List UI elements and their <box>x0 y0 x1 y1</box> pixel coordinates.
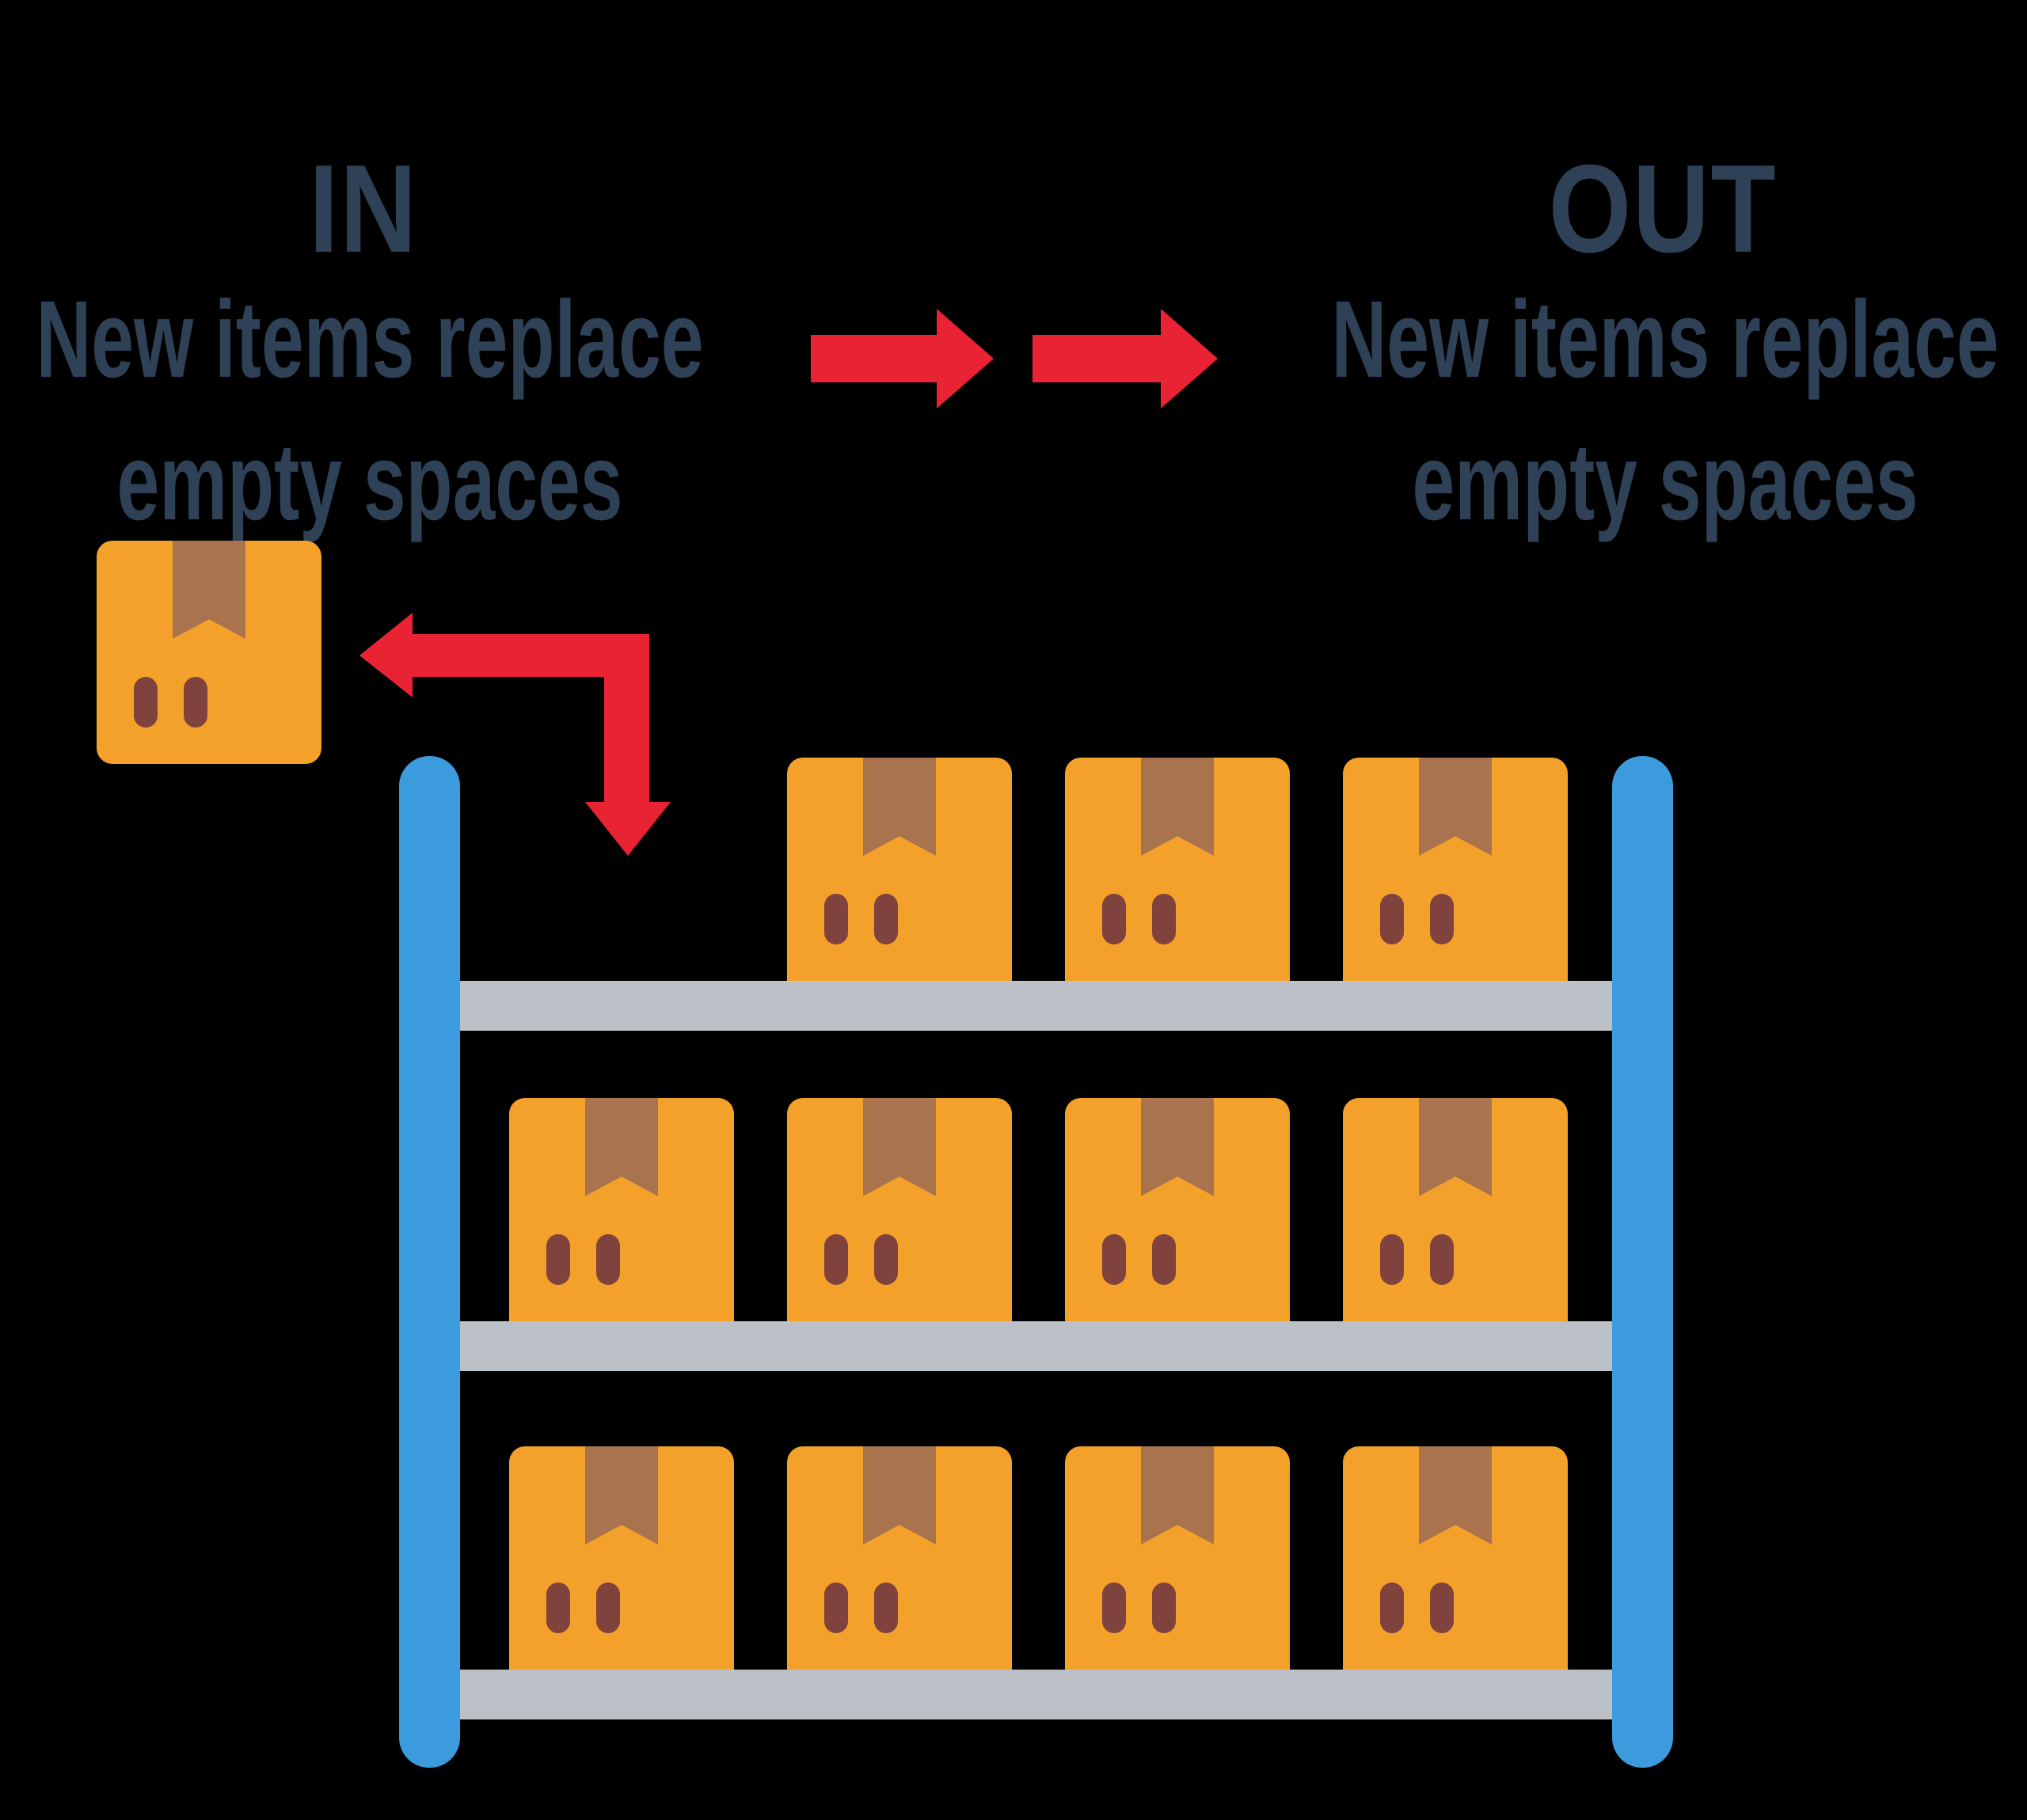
box-dash-icon <box>874 1234 898 1285</box>
box-tape-icon <box>1419 1446 1492 1545</box>
box-tape-icon <box>863 758 936 856</box>
box-tape-icon <box>173 541 245 639</box>
package-box <box>787 1098 1012 1321</box>
box-dash-icon <box>824 1583 848 1633</box>
box-dash-icon <box>1430 1234 1454 1285</box>
box-dash-icon <box>596 1583 620 1633</box>
box-tape-icon <box>1419 1098 1492 1196</box>
box-dash-icon <box>1102 894 1126 944</box>
box-dash-icon <box>874 1583 898 1633</box>
box-dash-icon <box>1380 894 1404 944</box>
box-tape-icon <box>863 1446 936 1545</box>
box-tape-icon <box>585 1446 658 1545</box>
package-box <box>1343 1098 1568 1321</box>
box-dash-icon <box>824 894 848 944</box>
box-dash-icon <box>1380 1583 1404 1633</box>
shelf-post-right <box>1612 756 1673 1768</box>
box-dash-icon <box>1102 1583 1126 1633</box>
package-box <box>787 1446 1012 1670</box>
package-box <box>1343 758 1568 981</box>
flow-arrow-right-1-icon <box>811 309 994 408</box>
box-dash-icon <box>546 1234 570 1285</box>
out-subtitle-line-2: empty spaces <box>1412 421 1919 543</box>
box-dash-icon <box>1430 894 1454 944</box>
package-box <box>1065 1446 1290 1670</box>
box-tape-icon <box>1141 758 1214 856</box>
box-dash-icon <box>184 677 207 728</box>
shelf-post-left <box>399 756 460 1768</box>
box-dash-icon <box>546 1583 570 1633</box>
box-tape-icon <box>863 1098 936 1196</box>
in-subtitle-line-1: New items replace <box>36 279 704 401</box>
in-heading: IN <box>309 139 418 279</box>
box-tape-icon <box>1141 1446 1214 1545</box>
incoming-box <box>97 541 321 764</box>
in-subtitle-line-2: empty spaces <box>116 421 623 543</box>
shelf-bar-bottom <box>460 1670 1612 1719</box>
box-dash-icon <box>1152 1234 1176 1285</box>
package-box <box>509 1446 734 1670</box>
package-box <box>1065 758 1290 981</box>
package-box <box>787 758 1012 981</box>
box-dash-icon <box>596 1234 620 1285</box>
package-box <box>509 1098 734 1321</box>
shelf-bar-top <box>460 981 1612 1031</box>
box-dash-icon <box>824 1234 848 1285</box>
box-dash-icon <box>1152 1583 1176 1633</box>
out-subtitle-line-1: New items replace <box>1331 279 1999 401</box>
restock-elbow-arrow-icon <box>359 613 671 856</box>
in-subtitle: New items replace empty spaces <box>36 268 704 553</box>
box-dash-icon <box>1152 894 1176 944</box>
out-heading: OUT <box>1548 139 1778 279</box>
box-tape-icon <box>1419 758 1492 856</box>
shelf-bar-middle <box>460 1321 1612 1371</box>
box-dash-icon <box>874 894 898 944</box>
package-box <box>1343 1446 1568 1670</box>
box-dash-icon <box>1380 1234 1404 1285</box>
out-subtitle: New items replace empty spaces <box>1332 268 1999 553</box>
box-dash-icon <box>134 677 158 728</box>
box-tape-icon <box>585 1098 658 1196</box>
package-box <box>1065 1098 1290 1321</box>
box-dash-icon <box>1102 1234 1126 1285</box>
box-tape-icon <box>1141 1098 1214 1196</box>
box-dash-icon <box>1430 1583 1454 1633</box>
flow-arrow-right-2-icon <box>1033 309 1218 408</box>
